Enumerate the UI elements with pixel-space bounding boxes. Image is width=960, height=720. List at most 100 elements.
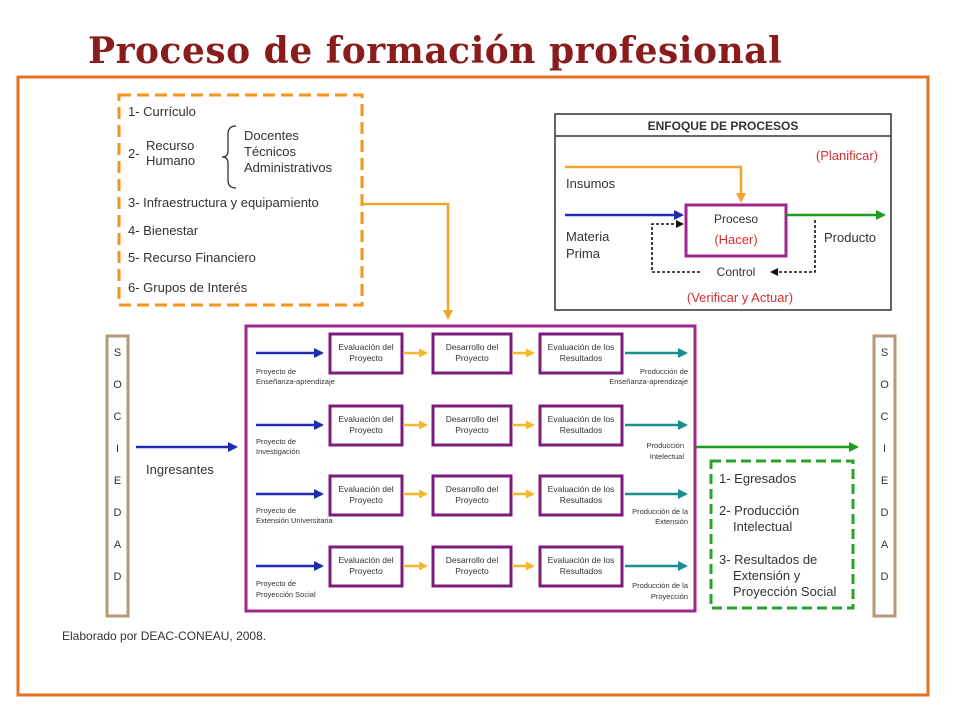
row-input-label: Proyecto de <box>256 437 296 446</box>
result-proyeccion: Proyección Social <box>733 584 836 599</box>
resource-item-number: 2- <box>128 146 140 161</box>
stage-label: Evaluación de los <box>548 342 615 352</box>
sociedad-right-letter: D <box>881 507 889 519</box>
row-input-label: Extensión Universitaria <box>256 516 334 525</box>
result-resultados: 3- Resultados de <box>719 552 817 567</box>
stage-label: Desarrollo del <box>446 414 499 424</box>
stage-label: Resultados <box>560 425 603 435</box>
row-input-label: Proyecto de <box>256 367 296 376</box>
resource-item-recurso: Recurso <box>146 138 194 153</box>
sociedad-right-letter: I <box>883 443 886 455</box>
row-input-label: Proyección Social <box>256 590 316 599</box>
stage-desarrollo-proyecto <box>431 545 513 588</box>
stage-label: Resultados <box>560 566 603 576</box>
sociedad-right-letter: A <box>881 539 889 551</box>
sociedad-left-letter: I <box>116 443 119 455</box>
stage-desarrollo-proyecto <box>431 404 513 447</box>
stage-evaluacion-resultados <box>538 404 624 447</box>
row-input-label: Proyecto de <box>256 579 296 588</box>
stage-desarrollo-proyecto <box>431 332 513 375</box>
sociedad-right-letter: S <box>881 347 888 359</box>
process-row-investigacion: Proyecto de Investigación Evaluación del… <box>256 404 688 461</box>
stage-label: Proyecto <box>455 495 489 505</box>
sociedad-left-letter: D <box>114 507 122 519</box>
process-frame <box>244 324 697 613</box>
row-input-label: Enseñanza-aprendizaje <box>256 377 335 386</box>
resource-item-grupos: 6- Grupos de Interés <box>128 280 248 295</box>
process-row-ensenanza: Proyecto de Enseñanza-aprendizaje Evalua… <box>256 332 688 386</box>
sociedad-left-letter: O <box>113 379 122 391</box>
result-egresados: 1- Egresados <box>719 471 797 486</box>
stage-label: Proyecto <box>349 353 383 363</box>
row-output-label: Proyección <box>651 592 688 601</box>
resource-item-humano: Humano <box>146 153 195 168</box>
stage-label: Evaluación de los <box>548 555 615 565</box>
row-input-label: Proyecto de <box>256 506 296 515</box>
enfoque-box: ENFOQUE DE PROCESOS (Planificar) Insumos… <box>554 113 892 311</box>
row-output-label: Producción <box>646 441 684 450</box>
slide-title: Proceso de formación profesional <box>88 30 783 72</box>
stage-label: Proyecto <box>455 425 489 435</box>
sociedad-left: S O C I E D A D <box>105 334 130 618</box>
resource-item-curriculo: 1- Currículo <box>128 104 196 119</box>
resources-arrow <box>362 202 453 320</box>
outer-frame <box>16 75 930 697</box>
stage-evaluacion-proyecto <box>328 474 404 517</box>
process-row-extension: Proyecto de Extensión Universitaria Eval… <box>256 474 689 526</box>
stage-label: Evaluación del <box>338 342 393 352</box>
sociedad-left-letter: C <box>114 411 122 423</box>
stage-label: Desarrollo del <box>446 342 499 352</box>
resource-item-bienestar: 4- Bienestar <box>128 223 199 238</box>
stage-evaluacion-resultados <box>538 474 624 517</box>
brace-icon <box>221 125 237 189</box>
resource-item-financiero: 5- Recurso Financiero <box>128 250 256 265</box>
sociedad-left-letter: D <box>114 571 122 583</box>
enfoque-materia: Materia <box>566 229 610 244</box>
stage-label: Resultados <box>560 495 603 505</box>
staff-administrativos: Administrativos <box>244 160 333 175</box>
stage-label: Resultados <box>560 353 603 363</box>
resources-box: 1- Currículo 2- Recurso Humano Docentes … <box>117 93 364 307</box>
staff-docentes: Docentes <box>244 128 299 143</box>
row-output-label: Extensión <box>655 517 688 526</box>
stage-label: Proyecto <box>349 495 383 505</box>
stage-desarrollo-proyecto <box>431 474 513 517</box>
enfoque-title: ENFOQUE DE PROCESOS <box>648 119 799 133</box>
resource-item-infraestructura: 3- Infraestructura y equipamiento <box>128 195 319 210</box>
row-output-label: Producción de la <box>632 581 689 590</box>
stage-label: Proyecto <box>455 353 489 363</box>
sociedad-left-letter: S <box>114 347 121 359</box>
control-loop-right <box>770 220 816 276</box>
enfoque-verificar: (Verificar y Actuar) <box>687 290 793 305</box>
row-input-label: Investigación <box>256 447 300 456</box>
proceso-box <box>684 203 788 258</box>
stage-label: Evaluación de los <box>548 484 615 494</box>
sociedad-left-letter: E <box>114 475 121 487</box>
sociedad-right-letter: C <box>881 411 889 423</box>
process-row-proyeccion: Proyecto de Proyección Social Evaluación… <box>256 545 689 601</box>
stage-label: Evaluación del <box>338 414 393 424</box>
stage-label: Proyecto <box>349 566 383 576</box>
stage-label: Desarrollo del <box>446 484 499 494</box>
result-produccion: 2- Producción <box>719 503 799 518</box>
stage-label: Evaluación de los <box>548 414 615 424</box>
stage-evaluacion-resultados <box>538 332 624 375</box>
stage-label: Desarrollo del <box>446 555 499 565</box>
control-loop-left <box>651 220 700 273</box>
ingresantes-label: Ingresantes <box>146 462 214 477</box>
results-box: 1- Egresados 2- Producción Intelectual 3… <box>709 459 855 610</box>
enfoque-producto: Producto <box>824 230 876 245</box>
stage-label: Proyecto <box>455 566 489 576</box>
stage-evaluacion-proyecto <box>328 404 404 447</box>
enfoque-proceso: Proceso <box>714 212 758 226</box>
row-output-label: Producción de la <box>632 507 689 516</box>
enfoque-planificar: (Planificar) <box>816 148 878 163</box>
row-output-label: Producción de <box>640 367 688 376</box>
stage-evaluacion-proyecto <box>328 545 404 588</box>
stage-evaluacion-proyecto <box>328 332 404 375</box>
sociedad-right-letter: E <box>881 475 888 487</box>
sociedad-right-letter: D <box>881 571 889 583</box>
stage-label: Evaluación del <box>338 555 393 565</box>
